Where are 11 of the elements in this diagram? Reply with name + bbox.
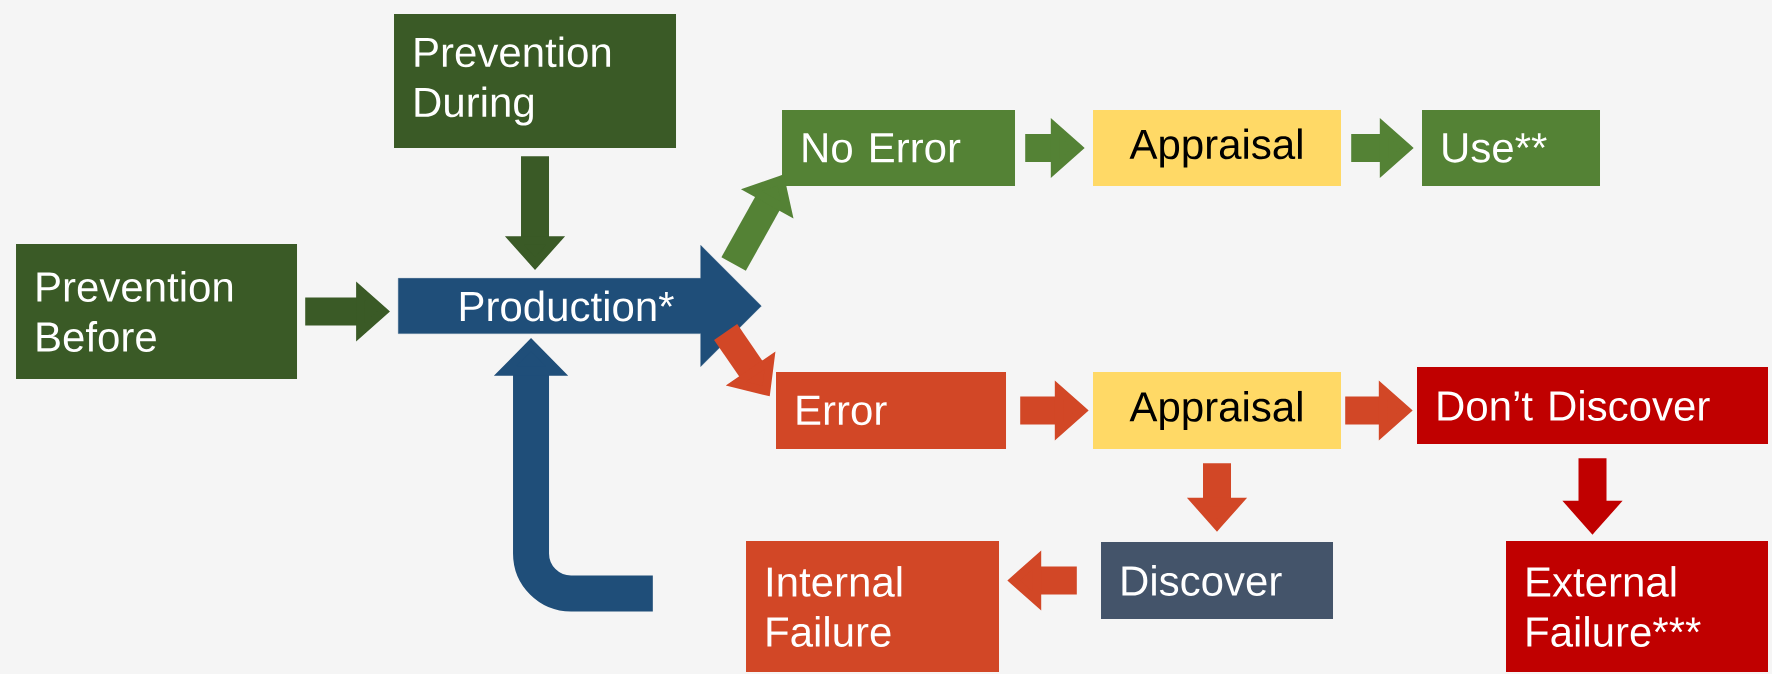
- process-box: Discover: [1101, 542, 1333, 619]
- process-box: Internal Failure: [746, 541, 999, 672]
- process-box: Use**: [1422, 110, 1600, 186]
- process-box: Prevention During: [394, 14, 676, 148]
- process-box: Appraisal: [1093, 372, 1341, 449]
- process-box: External Failure***: [1506, 541, 1768, 672]
- process-box: No Error: [782, 110, 1015, 186]
- process-box: Error: [776, 372, 1006, 449]
- process-box: Prevention Before: [16, 244, 297, 379]
- process-box: Appraisal: [1093, 110, 1341, 186]
- process-box: Don’t Discover: [1417, 367, 1768, 444]
